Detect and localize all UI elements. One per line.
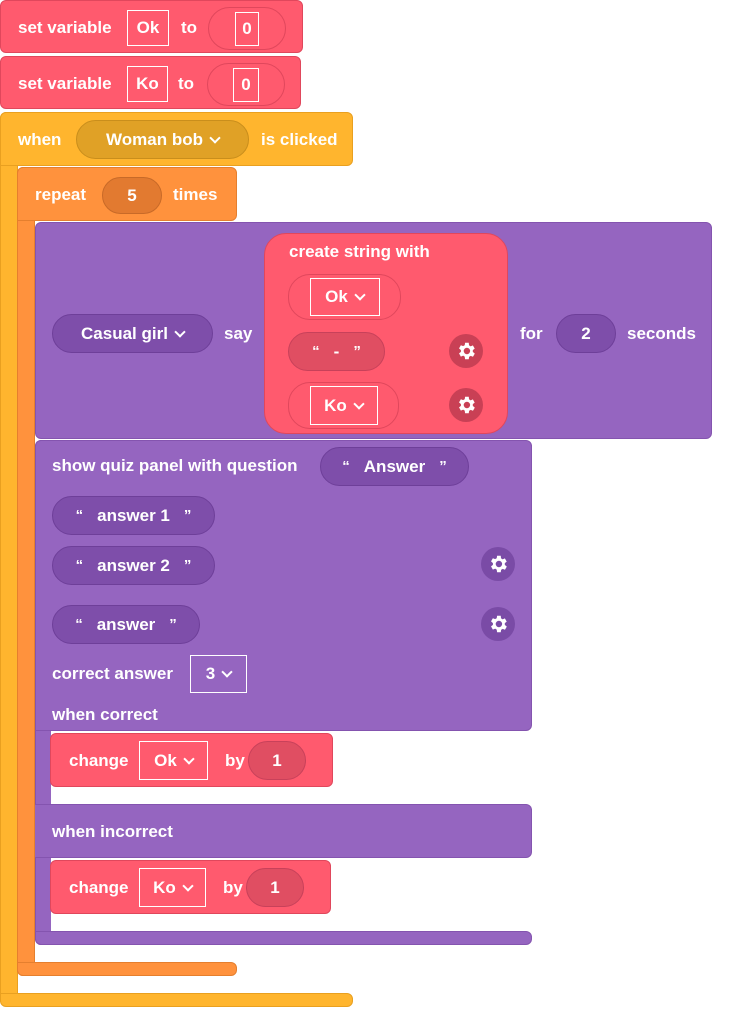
string-item-ok[interactable]: Ok [288, 274, 401, 320]
answer-text: answer 1 [97, 505, 170, 525]
variable-name: Ko [153, 877, 176, 897]
is-clicked-label: is clicked [261, 130, 338, 149]
change-label: change [69, 878, 129, 897]
quote-open: “ [342, 458, 350, 475]
string-text: - [333, 341, 340, 361]
change-value: 1 [272, 750, 282, 770]
by-label: by [223, 878, 243, 897]
sprite-name: Casual girl [81, 323, 168, 343]
change-value: 1 [270, 877, 280, 897]
repeat-arm [17, 167, 35, 976]
when-incorrect-section: when incorrect [35, 804, 532, 858]
answer-text: answer 2 [97, 555, 170, 575]
repeat-block[interactable]: repeat 5 times [17, 167, 237, 221]
create-string-block[interactable]: create string with Ok “-” Ko [264, 233, 508, 434]
quiz-block[interactable]: show quiz panel with question “ Answer ” “… [35, 440, 532, 731]
chevron-down-icon [182, 879, 194, 892]
value-text: 0 [242, 18, 252, 38]
for-label: for [520, 324, 543, 343]
quote-open: “ [312, 343, 320, 360]
answer-input-2[interactable]: “ answer 2 ” [52, 546, 215, 585]
sprite-dropdown[interactable]: Woman bob [76, 120, 249, 159]
question-input[interactable]: “ Answer ” [320, 447, 469, 486]
answer-input-3[interactable]: “ answer ” [52, 605, 200, 644]
set-variable-ok-block[interactable]: set variable Ok to 0 [0, 0, 303, 53]
create-string-label: create string with [289, 242, 430, 261]
seconds-input[interactable]: 2 [556, 314, 616, 353]
variable-name: Ok [154, 750, 177, 770]
string-item-dash[interactable]: “-” [288, 332, 385, 371]
gear-icon[interactable] [481, 607, 515, 641]
say-block[interactable]: Casual girl say create string with Ok “-… [35, 222, 712, 439]
answer-input-1[interactable]: “ answer 1 ” [52, 496, 215, 535]
gear-icon[interactable] [481, 547, 515, 581]
quote-open: “ [75, 557, 84, 574]
to-label: to [181, 18, 198, 37]
repeat-bottom [17, 962, 237, 976]
value-input[interactable]: 0 [208, 7, 286, 50]
chevron-down-icon [183, 752, 195, 765]
quote-open: “ [75, 616, 83, 633]
repeat-count: 5 [127, 185, 137, 205]
when-incorrect-label: when incorrect [52, 822, 173, 841]
correct-answer-label: correct answer [52, 664, 173, 683]
variable-name: Ko [136, 74, 159, 93]
string-item-ko[interactable]: Ko [288, 382, 399, 429]
quiz-label: show quiz panel with question [52, 456, 298, 475]
seconds-label: seconds [627, 324, 696, 343]
sprite-dropdown[interactable]: Casual girl [52, 314, 213, 353]
block-label: set variable [18, 18, 112, 37]
block-label: set variable [18, 74, 112, 93]
variable-dropdown[interactable]: Ko [139, 868, 206, 907]
variable-dropdown[interactable]: Ok [309, 278, 380, 316]
sprite-name: Woman bob [106, 129, 203, 149]
variable-dropdown[interactable]: Ko [309, 386, 378, 425]
when-clicked-arm [0, 112, 18, 1006]
quote-close: ” [183, 557, 192, 574]
quote-close: ” [439, 458, 447, 475]
seconds-value: 2 [581, 323, 591, 343]
quote-close: ” [353, 343, 361, 360]
change-value-input[interactable]: 1 [246, 868, 304, 907]
correct-answer-value: 3 [205, 664, 216, 683]
chevron-down-icon [353, 397, 365, 410]
variable-dropdown[interactable]: Ok [127, 10, 169, 46]
times-label: times [173, 185, 218, 204]
question-text: Answer [363, 456, 426, 476]
value-input[interactable]: 0 [207, 63, 285, 106]
variable-dropdown[interactable]: Ko [127, 66, 168, 102]
when-correct-label: when correct [52, 705, 158, 724]
answer-text: answer [96, 614, 156, 634]
quote-close: ” [169, 616, 177, 633]
chevron-down-icon [354, 289, 366, 301]
change-ko-block[interactable]: change Ko by 1 [50, 860, 331, 914]
when-clicked-bottom [0, 993, 353, 1007]
variable-name: Ko [324, 395, 347, 415]
chevron-down-icon [221, 666, 233, 678]
repeat-count-input[interactable]: 5 [102, 177, 162, 214]
when-clicked-block[interactable]: when Woman bob is clicked [0, 112, 353, 166]
say-label: say [224, 324, 253, 343]
to-label: to [178, 74, 195, 93]
quote-close: ” [183, 507, 192, 524]
change-label: change [69, 751, 129, 770]
change-value-input[interactable]: 1 [248, 741, 306, 780]
when-label: when [18, 130, 62, 149]
chevron-down-icon [209, 131, 221, 144]
repeat-label: repeat [35, 185, 87, 204]
by-label: by [225, 751, 245, 770]
gear-icon[interactable] [449, 388, 483, 422]
value-text: 0 [241, 74, 251, 94]
quiz-bottom [35, 931, 532, 945]
quote-open: “ [75, 507, 84, 524]
correct-answer-dropdown[interactable]: 3 [190, 655, 247, 693]
variable-dropdown[interactable]: Ok [139, 741, 208, 780]
gear-icon[interactable] [449, 334, 483, 368]
variable-name: Ok [136, 18, 160, 37]
chevron-down-icon [174, 325, 186, 338]
set-variable-ko-block[interactable]: set variable Ko to 0 [0, 56, 301, 109]
change-ok-block[interactable]: change Ok by 1 [50, 733, 333, 787]
variable-name: Ok [325, 287, 348, 306]
